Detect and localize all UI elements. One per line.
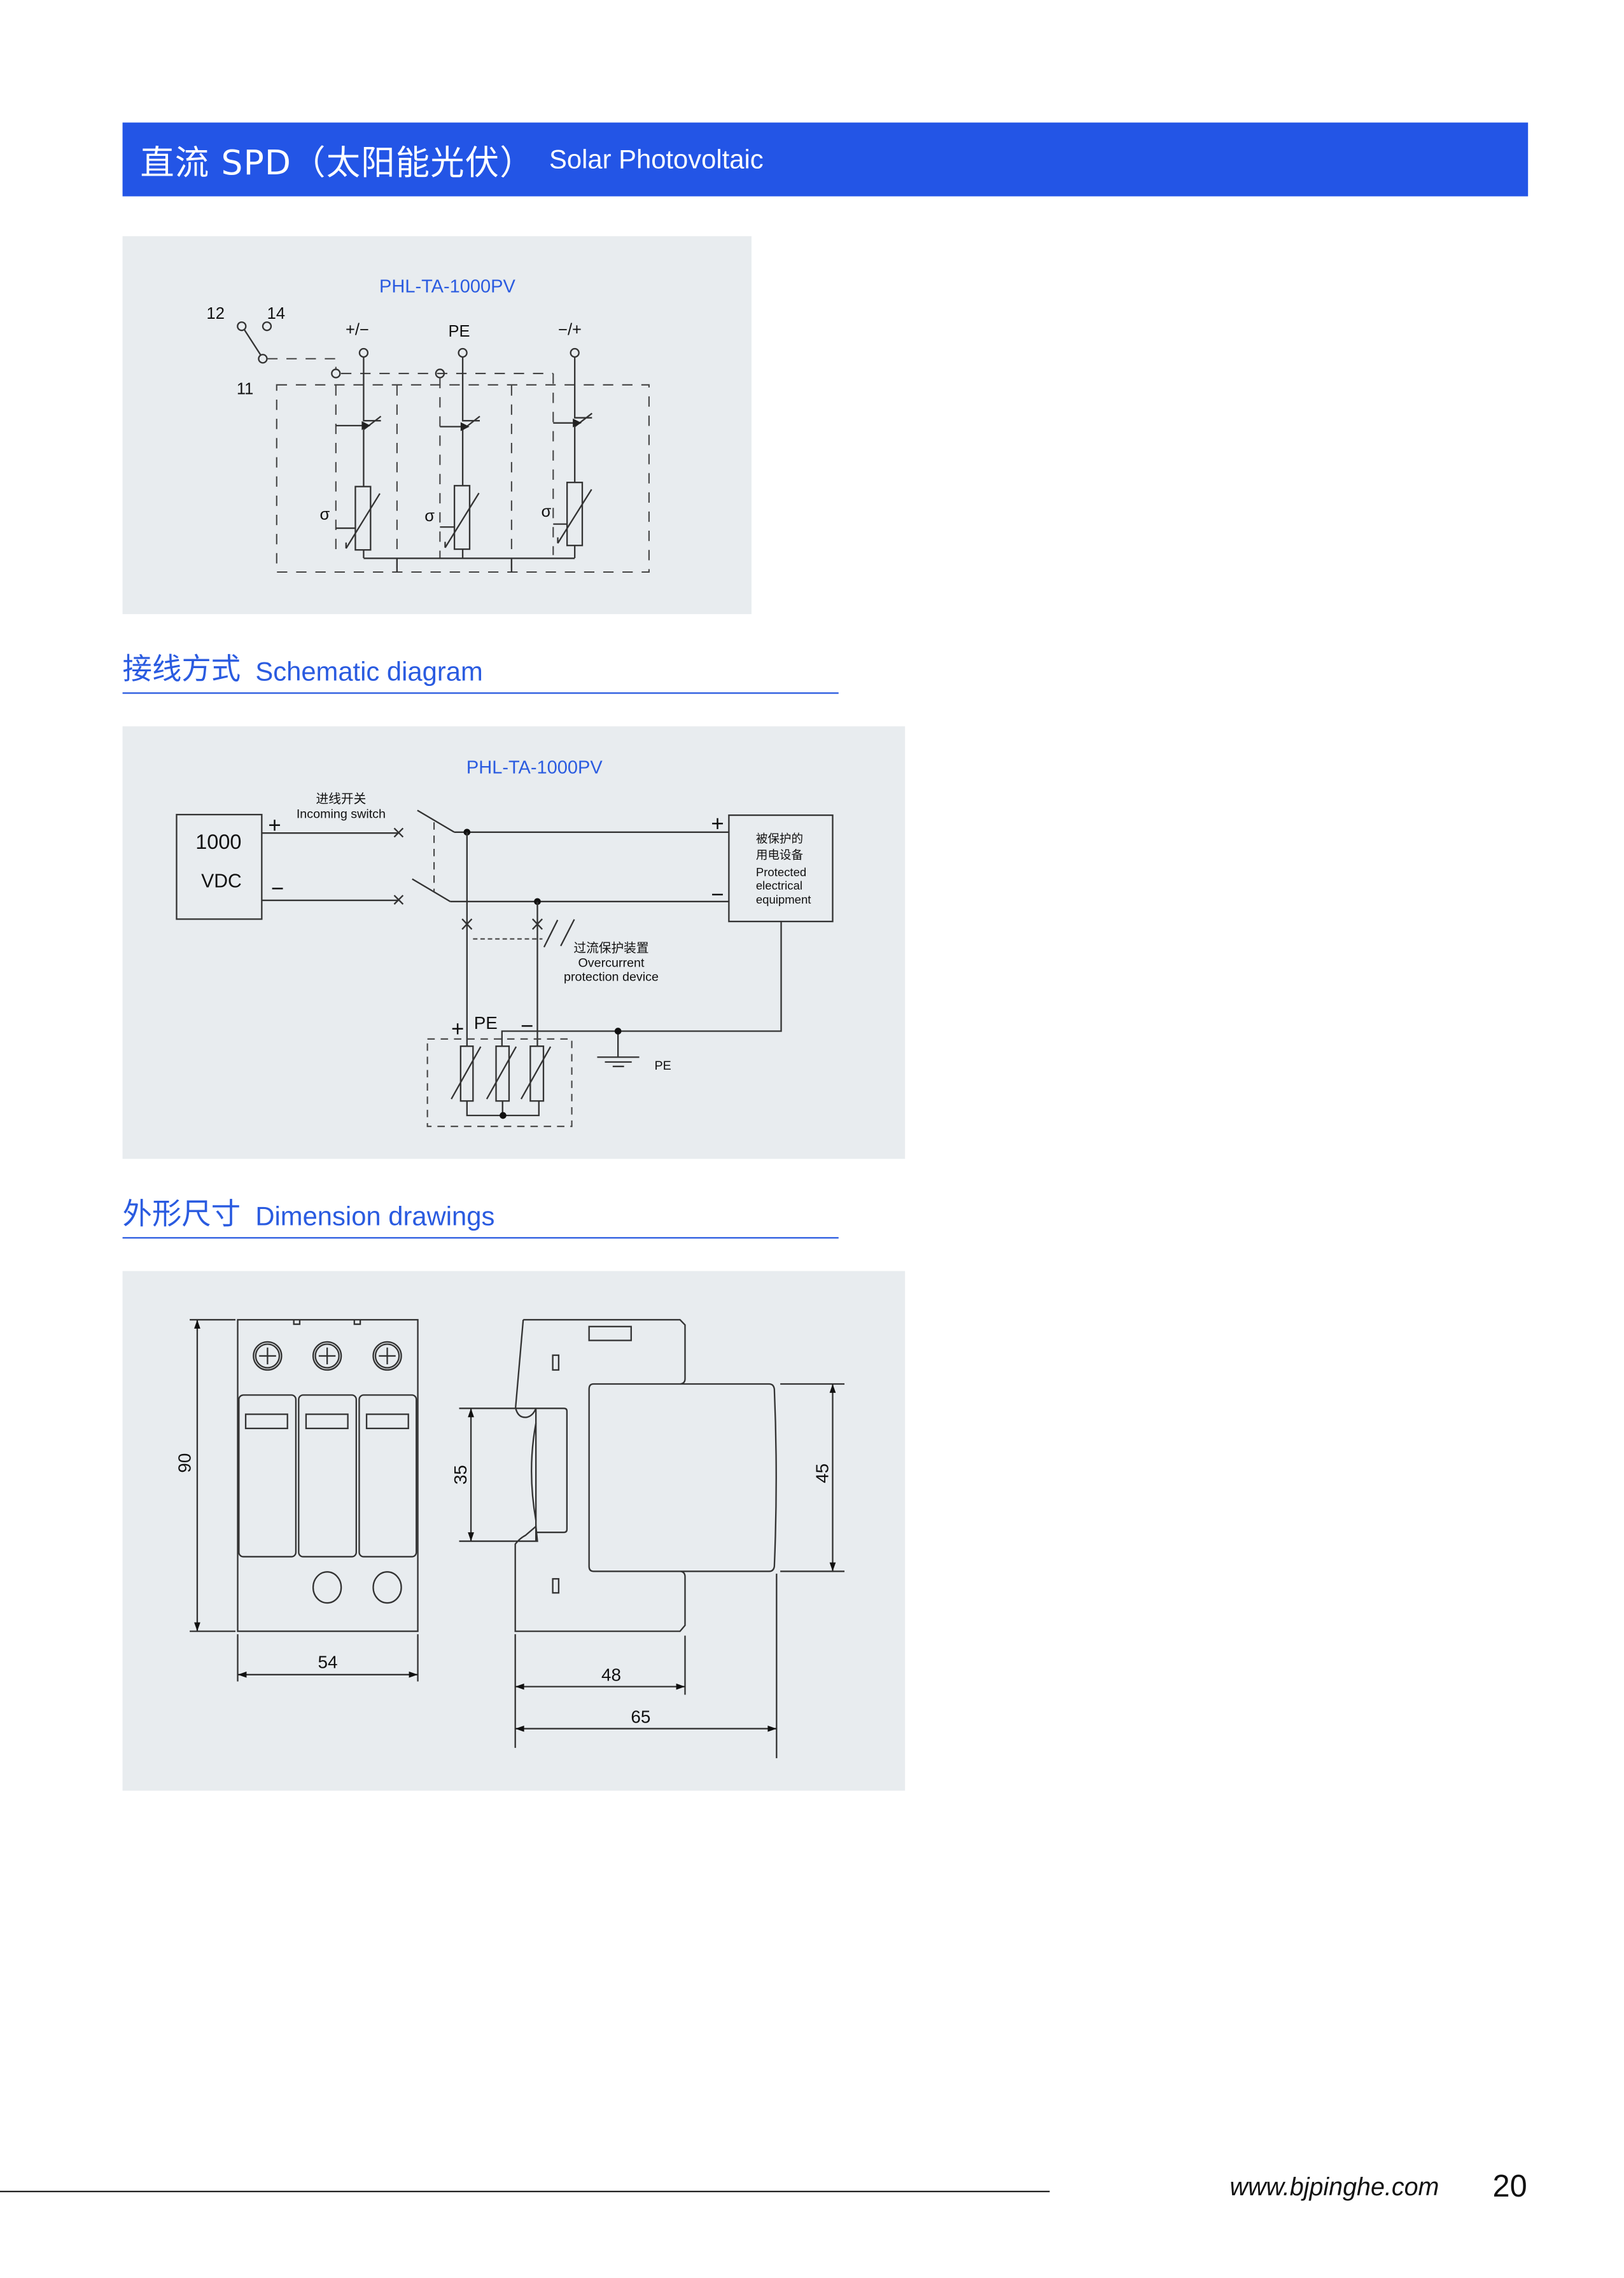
front-face-dimension: 45: [780, 1383, 845, 1572]
spd-module: [426, 1038, 573, 1128]
dimension-drawing-panel: 90 54 35: [122, 1271, 906, 1791]
incoming-switch: [262, 809, 455, 905]
equipment-label: electrical: [756, 879, 802, 892]
sigma-label: σ: [542, 503, 552, 521]
dimension-drawing: 90 54 35: [174, 1318, 845, 1759]
header-title-en: Solar Photovoltaic: [549, 144, 764, 174]
equipment-label: 用电设备: [756, 848, 804, 862]
remote-signal-contact: [237, 321, 554, 558]
equipment-plus: +: [711, 811, 724, 836]
model-label: PHL-TA-1000PV: [379, 276, 515, 297]
protection-column-3: σ: [542, 347, 593, 558]
overcurrent-label-en-2: protection device: [564, 970, 659, 984]
source-unit: VDC: [201, 870, 242, 891]
protected-equipment-box: 被保护的 用电设备 Protected electrical equipment: [728, 814, 834, 923]
spd-pe: PE: [474, 1013, 498, 1033]
dim-depth2-label: 65: [631, 1707, 650, 1726]
source-voltage: 1000: [195, 830, 241, 853]
sigma-label: σ: [320, 506, 330, 524]
side-view: [514, 1318, 777, 1632]
terminal-screw-icon: [253, 1341, 402, 1371]
equipment-label: Protected: [756, 865, 806, 879]
overcurrent-protection-device: [461, 832, 575, 1047]
source-minus: −: [271, 876, 284, 901]
dim-depth1-label: 48: [601, 1665, 621, 1684]
terminal-label-1: +/−: [346, 321, 369, 339]
width-dimension: 54: [237, 1634, 419, 1682]
schematic-heading-cn: 接线方式: [122, 651, 241, 687]
header-title-cn: 直流 SPD（太阳能光伏）: [140, 144, 535, 183]
wiring-schematic-panel: PHL-TA-1000PV 1000 VDC + − 进线开关 Incoming…: [122, 726, 906, 1159]
switch-label-en: Incoming switch: [297, 807, 386, 821]
earth-pe-label: PE: [655, 1059, 671, 1073]
protection-column-2: σ: [424, 347, 480, 558]
dim-front-label: 45: [813, 1464, 832, 1483]
contact-11-label: 11: [237, 380, 253, 398]
dim-din-label: 35: [451, 1465, 470, 1485]
footer-website: www.bjpinghe.com: [1229, 2173, 1439, 2202]
ground-bus: [363, 557, 575, 572]
internal-circuit-panel: PHL-TA-1000PV 12 14 11 +/− PE −/+: [122, 236, 752, 615]
equipment-minus: −: [711, 883, 724, 907]
terminal-label-2: PE: [449, 323, 470, 340]
schematic-heading-en: Schematic diagram: [255, 657, 483, 687]
dim-width-label: 54: [318, 1653, 338, 1672]
earth-connection: PE: [501, 921, 782, 1073]
footer-divider: [0, 2190, 1050, 2193]
sigma-label: σ: [424, 507, 435, 525]
wiring-schematic-diagram: PHL-TA-1000PV 1000 VDC + − 进线开关 Incoming…: [176, 758, 834, 1128]
overcurrent-label-cn: 过流保护装置: [573, 941, 648, 955]
contact-12-label: 12: [207, 305, 225, 323]
dimension-heading-en: Dimension drawings: [255, 1201, 495, 1231]
protection-column-1: σ: [320, 347, 382, 558]
equipment-label: equipment: [756, 893, 811, 906]
overcurrent-label-en: Overcurrent: [578, 956, 645, 970]
terminal-label-3: −/+: [558, 321, 582, 339]
source-plus: +: [268, 813, 281, 837]
model-label: PHL-TA-1000PV: [466, 758, 603, 778]
depth-dimensions: 48 65: [514, 1574, 778, 1759]
din-rail-dimension: 35: [451, 1408, 515, 1542]
dimension-heading-cn: 外形尺寸: [122, 1196, 241, 1231]
dim-height-label: 90: [174, 1453, 194, 1473]
module-boundary: [276, 384, 650, 573]
front-view: [237, 1318, 419, 1632]
dimension-section-heading: 外形尺寸 Dimension drawings: [122, 1189, 839, 1239]
equipment-label: 被保护的: [756, 832, 803, 846]
switch-label-cn: 进线开关: [316, 792, 367, 806]
page-number: 20: [1492, 2170, 1527, 2204]
schematic-section-heading: 接线方式 Schematic diagram: [122, 644, 839, 694]
section-header-bar: 直流 SPD（太阳能光伏） Solar Photovoltaic: [122, 122, 1529, 197]
contact-14-label: 14: [267, 305, 285, 323]
spd-plus: +: [451, 1017, 464, 1042]
height-dimension: 90: [174, 1318, 236, 1632]
spd-minus: −: [521, 1014, 533, 1038]
dc-source-box: 1000 VDC: [176, 814, 263, 920]
internal-circuit-diagram: PHL-TA-1000PV 12 14 11 +/− PE −/+: [207, 276, 650, 573]
